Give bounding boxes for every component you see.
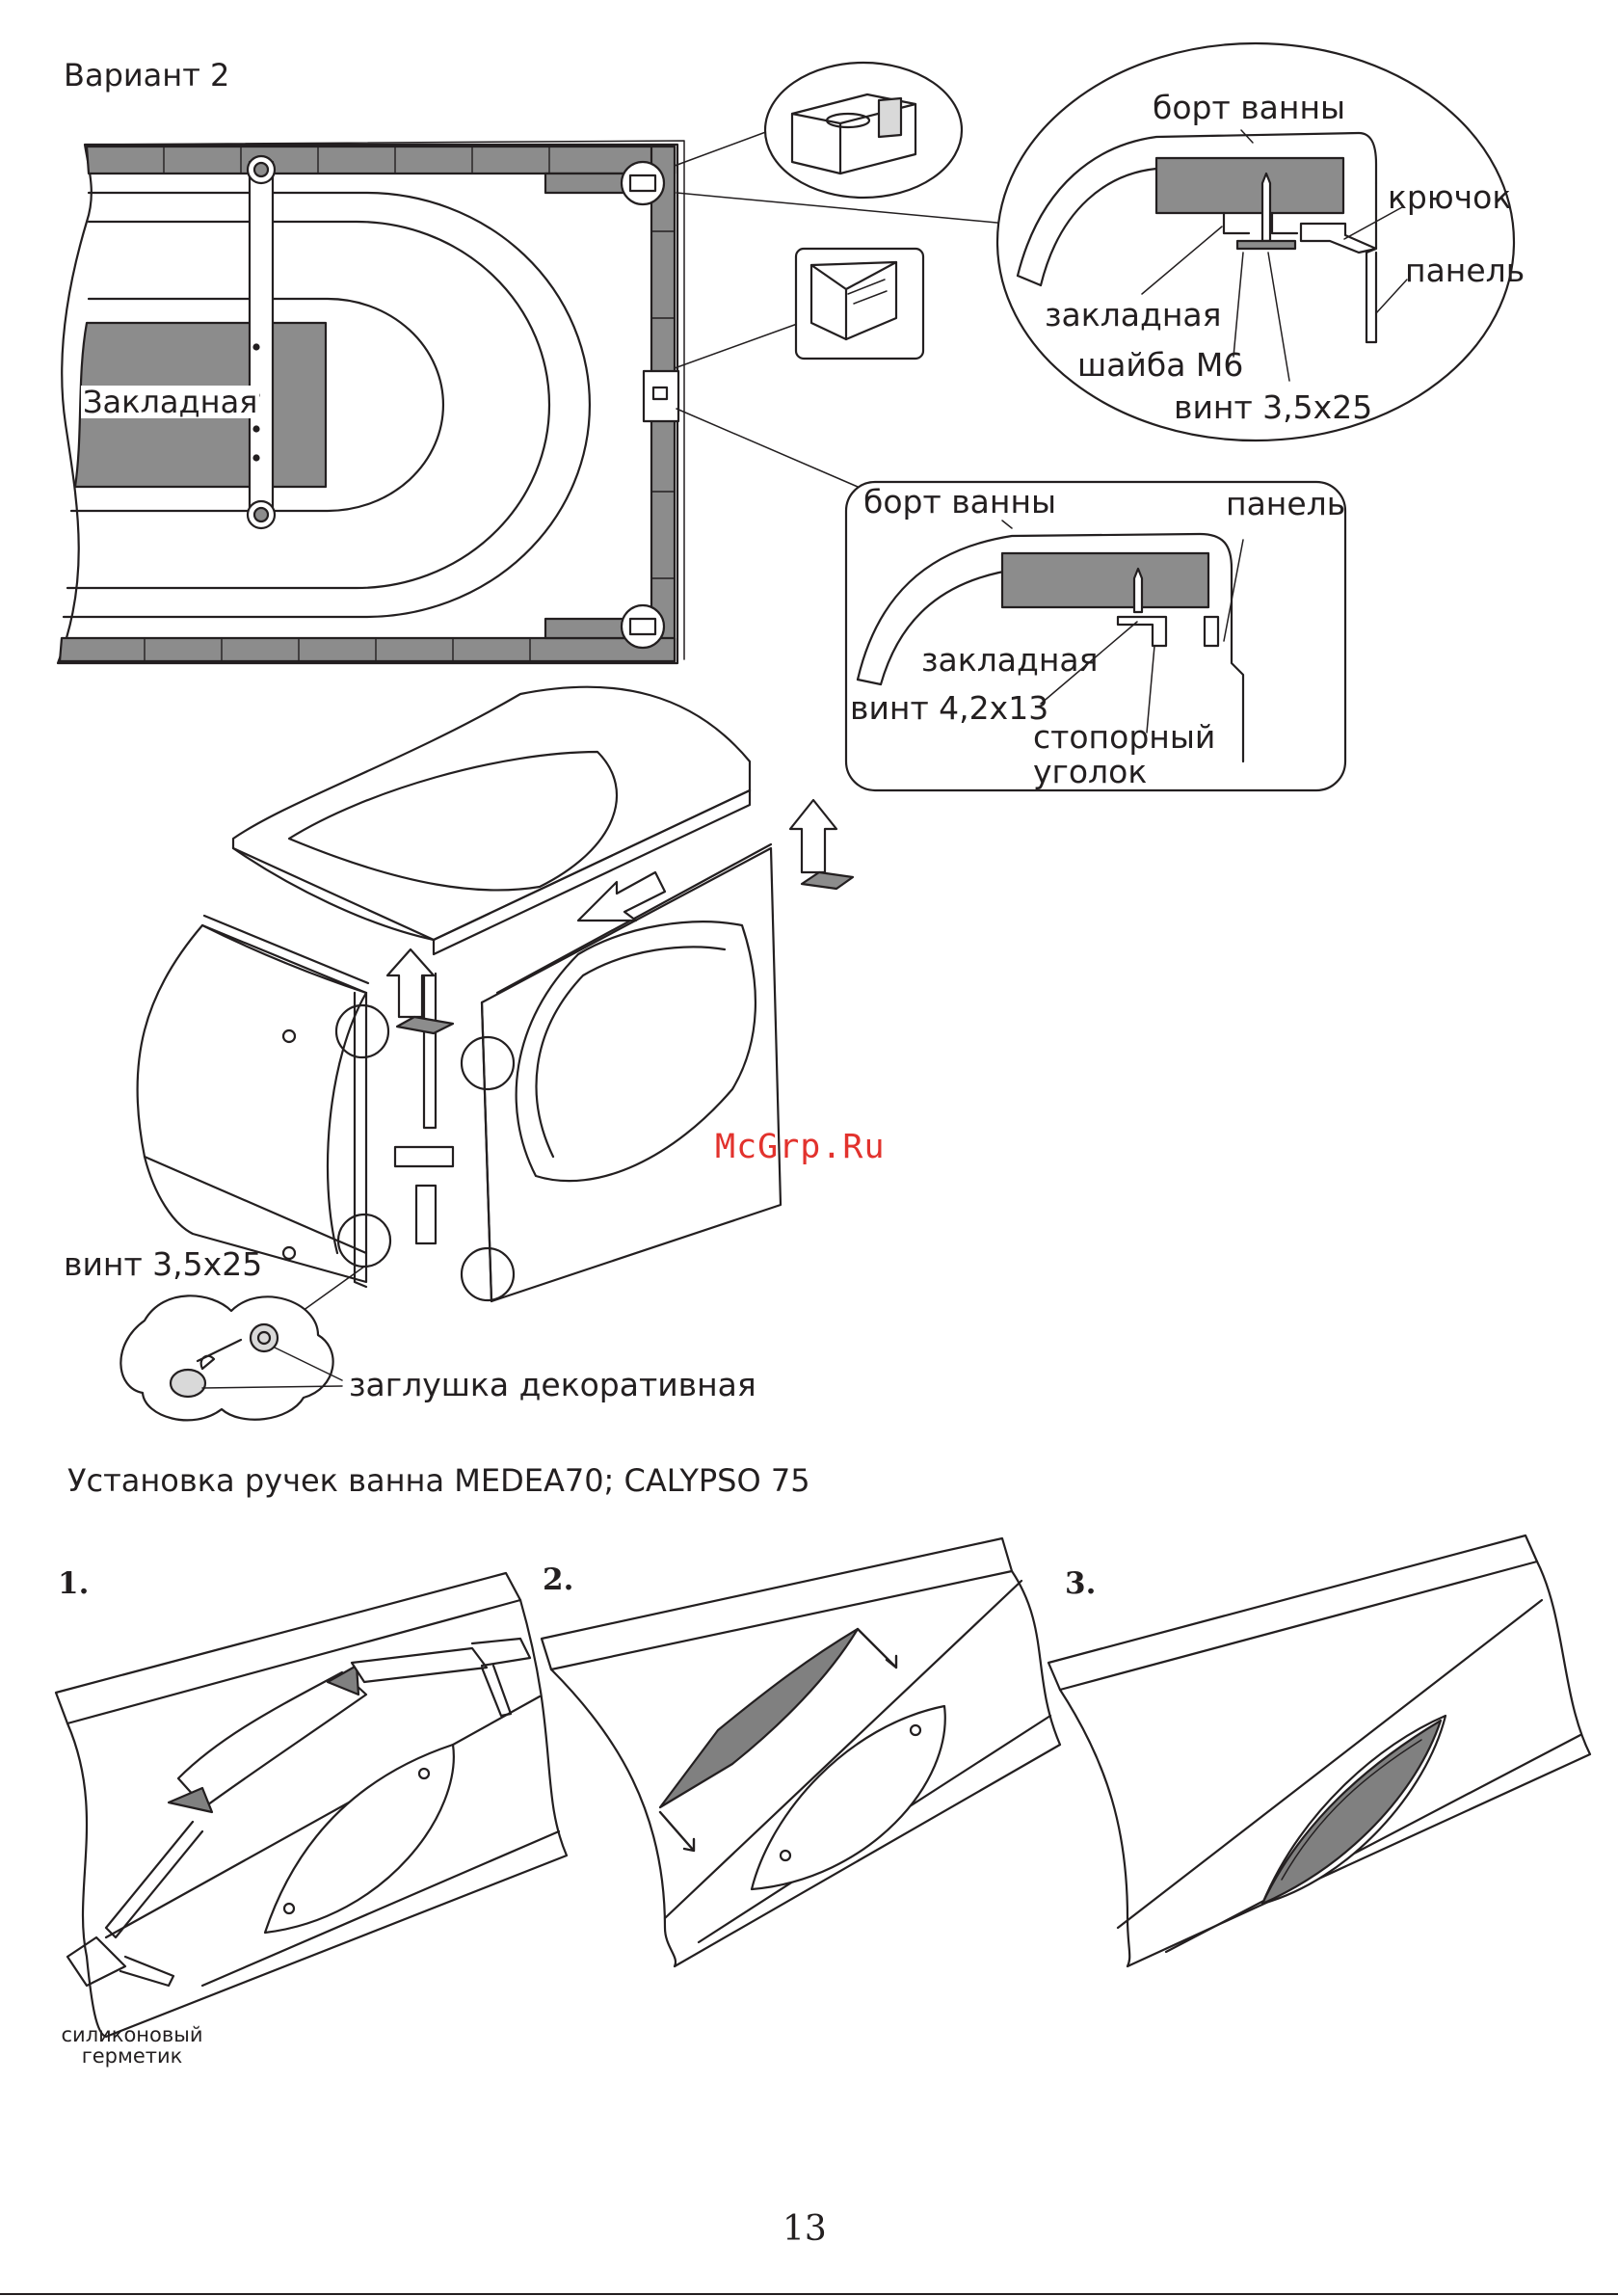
- corner-insert-label: закладная: [921, 644, 1098, 676]
- corner-rim-label: борт ванны: [863, 486, 1056, 518]
- sealant-label-line1: силиконовый: [60, 2024, 204, 2045]
- insert-label: Закладная: [81, 386, 259, 418]
- hook-panel-label: панель: [1405, 254, 1525, 286]
- handles-title: Установка ручек ванна MEDEA70; CALYPSO 7…: [67, 1465, 810, 1496]
- assembly-view: [120, 687, 853, 1421]
- variant-title: Вариант 2: [64, 60, 229, 91]
- hook-label: крючок: [1388, 181, 1511, 213]
- page-number: 13: [782, 2212, 827, 2247]
- corner-panel-label: панель: [1226, 488, 1345, 520]
- corner-screw-label: винт 4,2x13: [850, 692, 1048, 724]
- stop-corner-detail: [796, 249, 923, 359]
- step-2-number: 2.: [543, 1565, 573, 1595]
- step-3-number: 3.: [1065, 1569, 1096, 1599]
- assembly-screw-label: винт 3,5x25: [64, 1248, 262, 1280]
- handle-step-2: [542, 1538, 1060, 1966]
- stopper-label-line1: стопорный: [1033, 721, 1215, 753]
- stopper-label-line2: уголок: [1033, 756, 1147, 788]
- sealant-label: силиконовый герметик: [60, 2024, 204, 2067]
- handle-step-3: [1048, 1535, 1590, 1966]
- step-1-number: 1.: [58, 1569, 89, 1599]
- hook-rim-label: борт ванны: [1153, 92, 1345, 123]
- washer-label: шайба М6: [1077, 349, 1243, 381]
- sealant-label-line2: герметик: [60, 2045, 204, 2067]
- hook-screw-label: винт 3,5x25: [1174, 391, 1372, 423]
- watermark: McGrp.Ru: [715, 1131, 886, 1164]
- plug-label: заглушка декоративная: [349, 1369, 756, 1401]
- handle-step-1: [56, 1573, 567, 2037]
- hook-clip-detail: [765, 63, 962, 198]
- hook-insert-label: закладная: [1045, 299, 1221, 331]
